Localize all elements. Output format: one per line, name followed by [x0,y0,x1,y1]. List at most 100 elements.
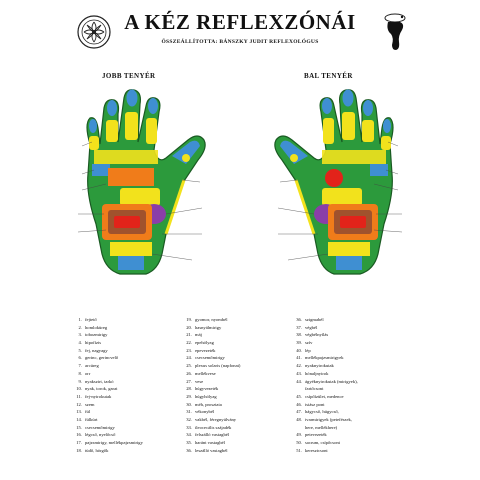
legend-item-label: mellékpajzsmirigyek [305,355,344,361]
legend-item: 28.húgyvezeték [180,385,290,393]
left-lung-zone [322,150,386,164]
left-finger-tip-2 [363,100,373,116]
legend-item-label: mellékvese [195,370,216,376]
right-finger-zone-1 [89,136,99,150]
legend-item: 21.máj [180,331,290,339]
right-thumb-point [182,154,190,162]
right-finger-zone-3 [125,112,138,140]
right-finger-zone-4 [146,118,157,144]
legend-item: 43.hónaljnyirok [290,370,412,378]
legend-item-label: epehólyag [195,340,214,346]
legend-item-label: húgyvezeték [195,386,219,392]
left-finger-zone-2 [362,120,374,142]
legend-item-label: hágycső, húgycső, [305,409,339,415]
legend-item: 40.lép [290,347,412,355]
legend-item-label: lép [305,347,311,353]
right-leader-lines [77,141,203,261]
legend-item: 23.epevezeték [180,347,290,355]
legend-item: 51.keresztcsont [290,447,412,455]
left-thumb-point [290,154,298,162]
legend-item-number: 44. [296,378,302,384]
legend-item-number: 10. [76,386,82,392]
legend-item: 6.gerinc, gerincvelő [70,354,178,362]
legend-item-number: 15. [76,424,82,430]
legend-item-label: végbélnyílás [305,332,329,338]
legend-item-label: gerinc, gerincvelő [85,355,119,361]
legend-item-number: 12. [76,401,82,407]
legend-item-number: 9. [78,378,82,384]
legend-item: 15.csecsemőmirigy [70,424,178,432]
legend-item: 35.haránt vastagbél [180,439,290,447]
legend-item-label: vakbél, féregnyúlvány [195,416,237,422]
legend-item-number: 36. [186,447,192,453]
legend-item-number: 11. [76,393,82,399]
legend-item-number: 17. [76,440,82,445]
legend-item: 13.fül [70,408,178,416]
legend-item-label: arcüreg [85,363,99,369]
legend-item: 3.tobozmirigy [70,331,178,339]
left-stomach-zone [322,188,362,206]
legend-item-label: méh, prosztata [195,401,222,407]
left-finger-zone-3 [342,112,355,140]
legend-item-label: fül [85,409,91,415]
legend-item: 19.gyomor, nyombél [180,316,290,324]
legend-item: 36.leszálló vastagbél [180,447,290,455]
legend-item-number: 27. [186,378,192,384]
left-finger-tip-3 [342,89,354,107]
legend-item-number: 48. [296,416,302,422]
right-lung-zone [94,150,158,164]
right-palm-diagram [77,89,206,275]
legend-item-number: 46. [296,401,302,407]
legend-item-number: 39. [296,340,302,346]
legend-item-label: csecsemőmirigy [195,355,225,361]
reflexology-chart: A KÉZ REFLEXZÓNÁI ÖSSZEÁLLÍTOTTA: BÁNSZK… [62,0,418,480]
legend-item: 11.fej-nyirokutak [70,393,178,401]
legend-item-label: fej, nagyagy [85,347,108,353]
legend-item: 26.mellékvese [180,370,290,378]
legend-item-number: 23. [186,347,192,353]
legend-item: 39.szív [290,339,412,347]
hands-diagram [77,89,403,275]
legend-item-label: húgyhólyag [195,393,217,399]
legend-item: 34.felszálló vastagbél [180,431,290,439]
legend-item: 41.mellékpajzsmirigyek [290,354,412,362]
legend-item: 38.végbélnyílás [290,331,412,339]
legend-item-label: nyak, torok, garat [85,386,118,392]
legend-item-number: 24. [186,355,192,361]
right-liver-zone [108,168,154,186]
legend-item-number: 34. [186,432,192,438]
legend-item: 2.homloküreg [70,324,178,332]
legend-item-label: tobozmirigy [85,332,108,338]
left-sacrum-zone [336,256,362,270]
legend-item-number: 43. [296,370,302,376]
flower-logo-icon [77,15,111,49]
legend-item-number: 3. [78,332,82,338]
legend-item: 22.epehólyag [180,339,290,347]
legend-item: 31.vékonybél [180,408,290,416]
legend-item-number: 22. [186,340,192,346]
legend-item-label: tüdő, hörgők [85,447,109,453]
legend-item-label: hasnyálmirigy [195,324,222,330]
legend-item-label: fülkürt [85,416,98,422]
legend-item-label: gyomor, nyombél [195,317,228,322]
right-intestine-inner [114,216,140,228]
legend-item-number: 30. [186,401,192,407]
legend-item: 9.nyakszirt, tarkó [70,378,178,386]
legend-item-number: 51. [296,447,302,453]
left-heart-zone [325,169,343,187]
left-hand-label: BAL TENYÉR [304,72,353,80]
legend-item: 14.fülkürt [70,416,178,424]
legend-item-number: 4. [78,340,82,346]
left-thumb-zone [280,140,308,164]
legend-item-label: fartőcsont [305,386,324,392]
left-finger-zone-4 [323,118,334,144]
legend-item-number: 31. [186,409,192,415]
legend-item-label: fej-nyirokutak [85,393,112,399]
legend-item: 4.hipofízis [70,339,178,347]
legend-item-number: 47. [296,409,302,415]
legend-item: 36.szigmabél [290,316,412,324]
